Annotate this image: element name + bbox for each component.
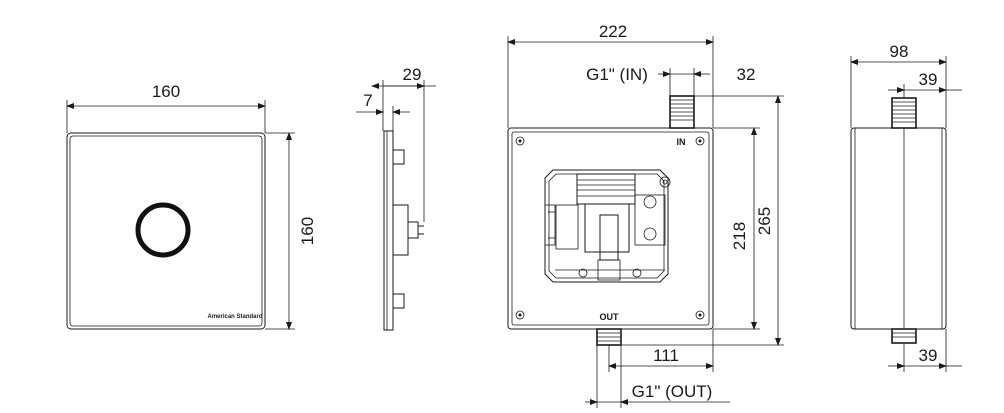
- side-clip-bottom: [392, 293, 405, 309]
- box-profile: [850, 127, 947, 330]
- dim-outlet-offset: 111: [653, 346, 679, 365]
- dim-inlet-thread: G1" (IN): [586, 65, 648, 84]
- dim-right-width: 98: [890, 42, 909, 61]
- dim-box-inner-height: 218: [730, 222, 749, 250]
- right-side-view: 98 39 39: [850, 42, 962, 372]
- brand-mark: American Standard: [207, 314, 262, 320]
- side-connector: [407, 221, 419, 239]
- sensor-ring-icon: [135, 202, 191, 258]
- box-outer: [507, 127, 714, 330]
- valve-assembly: [544, 169, 671, 283]
- front-plate-inner: [69, 135, 263, 327]
- dim-outlet-thread: G1" (OUT): [632, 382, 713, 401]
- front-view: American Standard 160 160: [66, 82, 317, 330]
- inlet-mark: IN: [677, 137, 686, 147]
- dim-front-height: 160: [298, 217, 317, 245]
- side-clip-top: [392, 149, 405, 165]
- dim-side-plate: 7: [363, 91, 372, 110]
- side-view: 29 7: [356, 65, 436, 331]
- dim-box-outer-height: 265: [755, 207, 774, 235]
- dim-inlet-offset: 32: [737, 65, 756, 84]
- bottom-pipe: [891, 328, 917, 344]
- screw-icon: [515, 136, 705, 320]
- outlet-mark: OUT: [600, 312, 620, 322]
- dim-side-offset: 29: [403, 65, 422, 84]
- box-view: IN OUT: [507, 22, 784, 408]
- dim-front-width: 160: [152, 82, 180, 101]
- top-pipe: [891, 97, 917, 129]
- dim-right-bottom-offset: 39: [919, 346, 938, 365]
- dim-right-top-offset: 39: [919, 70, 938, 89]
- front-plate-outer: [66, 132, 266, 330]
- side-plate: [383, 130, 394, 331]
- side-sensor-housing: [392, 204, 409, 256]
- dim-box-width: 222: [599, 22, 627, 41]
